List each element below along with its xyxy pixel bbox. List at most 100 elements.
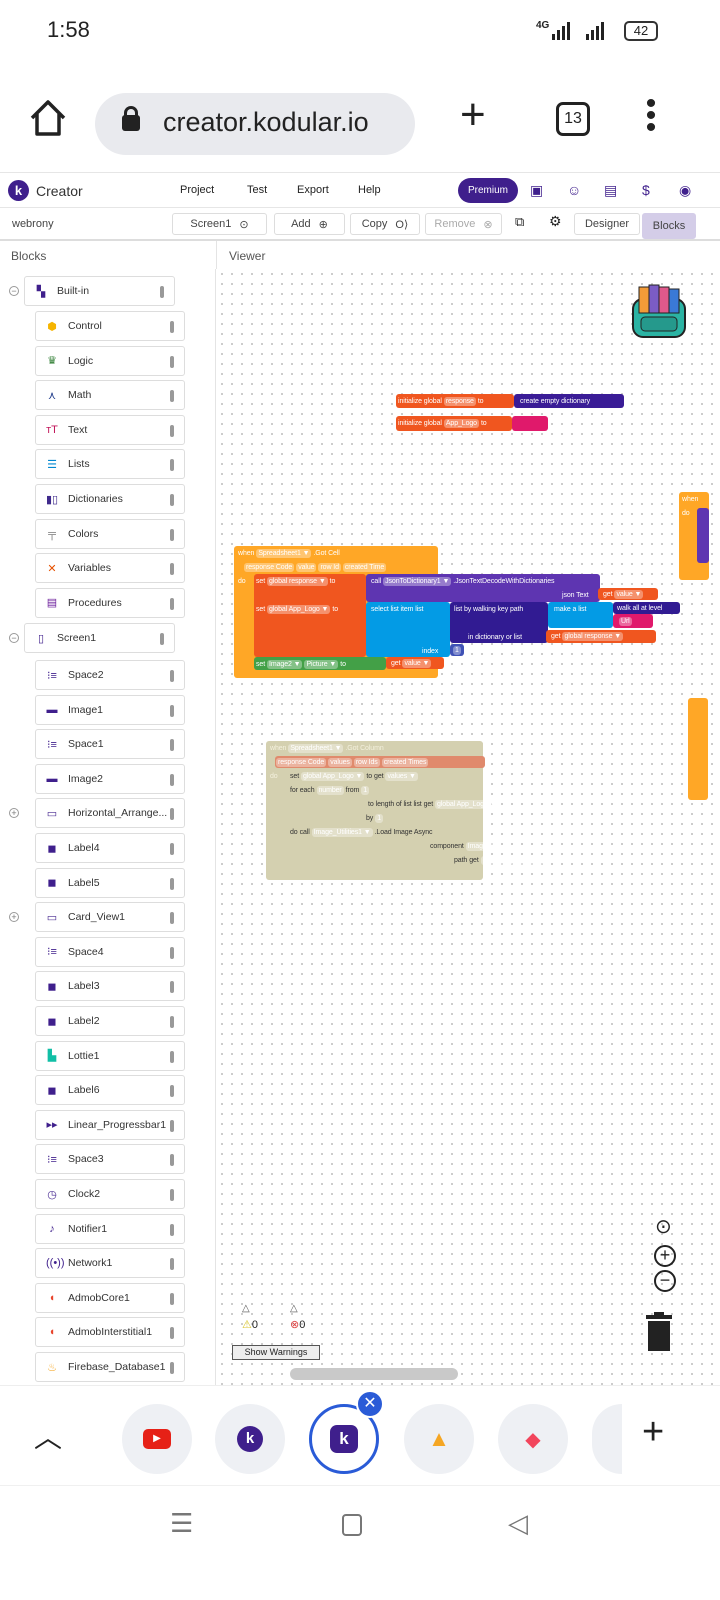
screenshot-icon[interactable]: ⧉ bbox=[515, 214, 525, 229]
block-field[interactable]: number bbox=[316, 785, 344, 795]
menu-project[interactable]: Project bbox=[180, 184, 215, 196]
error-prev-arrow[interactable]: △ bbox=[290, 1303, 298, 1314]
palette-icon[interactable]: ☺ bbox=[567, 182, 582, 198]
drag-handle[interactable] bbox=[170, 773, 174, 786]
walk-path-block[interactable] bbox=[450, 602, 548, 643]
create-dict-block[interactable] bbox=[514, 394, 624, 408]
backpack-icon[interactable] bbox=[627, 281, 691, 341]
sidebar-item-lists[interactable]: ☰Lists bbox=[35, 449, 185, 480]
drag-handle[interactable] bbox=[170, 877, 174, 890]
sidebar-item-built-in[interactable]: ▚Built-in bbox=[24, 276, 175, 306]
drag-handle[interactable] bbox=[170, 1050, 174, 1063]
recents-icon[interactable]: ☰ bbox=[170, 1508, 194, 1538]
expand-toggle[interactable]: + bbox=[9, 808, 19, 819]
tab-airtable[interactable]: ◆ bbox=[498, 1404, 568, 1474]
drag-handle[interactable] bbox=[170, 981, 174, 994]
get-value-block[interactable] bbox=[386, 657, 444, 669]
drag-handle[interactable] bbox=[170, 912, 174, 925]
zoom-out-button[interactable]: − bbox=[654, 1270, 676, 1292]
block-field[interactable]: Image_Utilities1 ▼ bbox=[311, 827, 373, 837]
drag-handle[interactable] bbox=[170, 670, 174, 682]
drag-handle[interactable] bbox=[170, 946, 174, 959]
block-field[interactable]: 1 bbox=[453, 645, 461, 655]
block-field[interactable]: values ▼ bbox=[385, 771, 418, 781]
designer-button[interactable]: Designer bbox=[574, 213, 640, 235]
component-item[interactable]: ▭Card_View1 bbox=[35, 902, 185, 933]
set-response-block[interactable] bbox=[254, 574, 366, 657]
number-block[interactable] bbox=[450, 644, 464, 656]
component-item[interactable]: ▬Image1 bbox=[35, 694, 185, 725]
expand-toggle[interactable]: − bbox=[9, 633, 19, 643]
drag-handle[interactable] bbox=[170, 1258, 174, 1271]
component-item[interactable]: ◼Label5 bbox=[35, 867, 185, 898]
gear-icon[interactable]: ⚙ bbox=[549, 213, 562, 229]
block-field[interactable]: global App_Logo ▼ bbox=[267, 604, 331, 614]
menu-export[interactable]: Export bbox=[297, 184, 329, 196]
component-item[interactable]: ▭Horizontal_Arrange... bbox=[35, 798, 185, 829]
set-image-block[interactable] bbox=[254, 657, 386, 670]
drag-handle[interactable] bbox=[170, 494, 174, 506]
text-string-block[interactable] bbox=[512, 416, 548, 431]
get-value-block[interactable] bbox=[598, 588, 658, 600]
drag-handle[interactable] bbox=[170, 704, 174, 717]
component-item[interactable]: ◼Label4 bbox=[35, 833, 185, 863]
new-tab-icon[interactable]: + bbox=[642, 1411, 665, 1453]
drag-handle[interactable] bbox=[170, 808, 174, 821]
drag-handle[interactable] bbox=[170, 1016, 174, 1028]
walk-all-block[interactable] bbox=[613, 602, 680, 614]
drag-handle[interactable] bbox=[170, 459, 174, 472]
component-item[interactable]: ♪Notifier1 bbox=[35, 1213, 185, 1244]
drag-handle[interactable] bbox=[170, 563, 174, 576]
drag-handle[interactable] bbox=[170, 1189, 174, 1201]
component-item[interactable]: ▙Lottie1 bbox=[35, 1040, 185, 1071]
component-item[interactable]: ◖AdmobInterstitial1 bbox=[35, 1317, 185, 1348]
expand-toggle[interactable]: − bbox=[9, 286, 19, 296]
home-icon[interactable] bbox=[28, 98, 68, 138]
docs-icon[interactable]: ▤ bbox=[604, 182, 618, 198]
block-field[interactable]: global response ▼ bbox=[562, 631, 624, 641]
block-field[interactable]: created Times bbox=[381, 757, 429, 767]
block-field[interactable]: value ▼ bbox=[614, 589, 644, 599]
drag-handle[interactable] bbox=[170, 1327, 174, 1340]
block-field[interactable]: response Code bbox=[276, 757, 327, 767]
dollar-icon[interactable]: $ bbox=[642, 182, 650, 198]
address-bar[interactable]: creator.kodular.io bbox=[95, 93, 415, 155]
drag-handle[interactable] bbox=[170, 1085, 174, 1098]
call-json-block[interactable] bbox=[366, 574, 600, 602]
block-field[interactable]: global App_Logo ▼ bbox=[480, 855, 545, 865]
component-item[interactable]: ⁝≡Space1 bbox=[35, 729, 185, 760]
recenter-icon[interactable]: ⊙ bbox=[655, 1216, 672, 1238]
drag-handle[interactable] bbox=[170, 739, 174, 752]
block-field[interactable]: 1 bbox=[375, 813, 383, 823]
block-field[interactable]: values bbox=[328, 757, 352, 767]
folder-star-icon[interactable]: ▣ bbox=[530, 182, 544, 198]
menu-icon[interactable]: ••• bbox=[645, 87, 657, 144]
new-tab-icon[interactable]: + bbox=[460, 90, 486, 139]
menu-test[interactable]: Test bbox=[247, 184, 268, 196]
drag-handle[interactable] bbox=[170, 528, 174, 541]
block-field[interactable]: value bbox=[296, 562, 317, 572]
block-field[interactable]: Image2 ▼ bbox=[465, 841, 502, 851]
block-field[interactable]: Picture ▼ bbox=[304, 659, 339, 669]
url-text-block[interactable] bbox=[613, 614, 653, 628]
block-field[interactable]: global App_Logo ▼ bbox=[301, 771, 365, 781]
block-field[interactable]: value ▼ bbox=[402, 658, 432, 668]
component-item[interactable]: ◼Label6 bbox=[35, 1075, 185, 1106]
component-item[interactable]: ◼Label3 bbox=[35, 971, 185, 1002]
menu-help[interactable]: Help bbox=[358, 184, 381, 196]
blocks-button[interactable]: Blocks bbox=[642, 213, 696, 239]
component-item[interactable]: ((•))Network1 bbox=[35, 1248, 185, 1279]
block-field[interactable]: global response ▼ bbox=[267, 576, 328, 586]
drag-handle[interactable] bbox=[160, 633, 164, 645]
drag-handle[interactable] bbox=[170, 1362, 174, 1374]
block-field[interactable]: Image2 ▼ bbox=[267, 659, 303, 669]
sidebar-item-logic[interactable]: ♛Logic bbox=[35, 345, 185, 376]
sidebar-item-screen1[interactable]: ▯Screen1 bbox=[24, 623, 175, 653]
init-logo-block[interactable] bbox=[396, 416, 512, 431]
block-field[interactable]: JsonToDictionary1 ▼ bbox=[383, 576, 452, 586]
block-field[interactable]: created Time bbox=[342, 562, 387, 572]
tab-partial[interactable] bbox=[592, 1404, 622, 1474]
sidebar-item-variables[interactable]: ✕Variables bbox=[35, 553, 185, 584]
component-item[interactable]: ◷Clock2 bbox=[35, 1179, 185, 1209]
sidebar-item-math[interactable]: ⋏Math bbox=[35, 380, 185, 411]
